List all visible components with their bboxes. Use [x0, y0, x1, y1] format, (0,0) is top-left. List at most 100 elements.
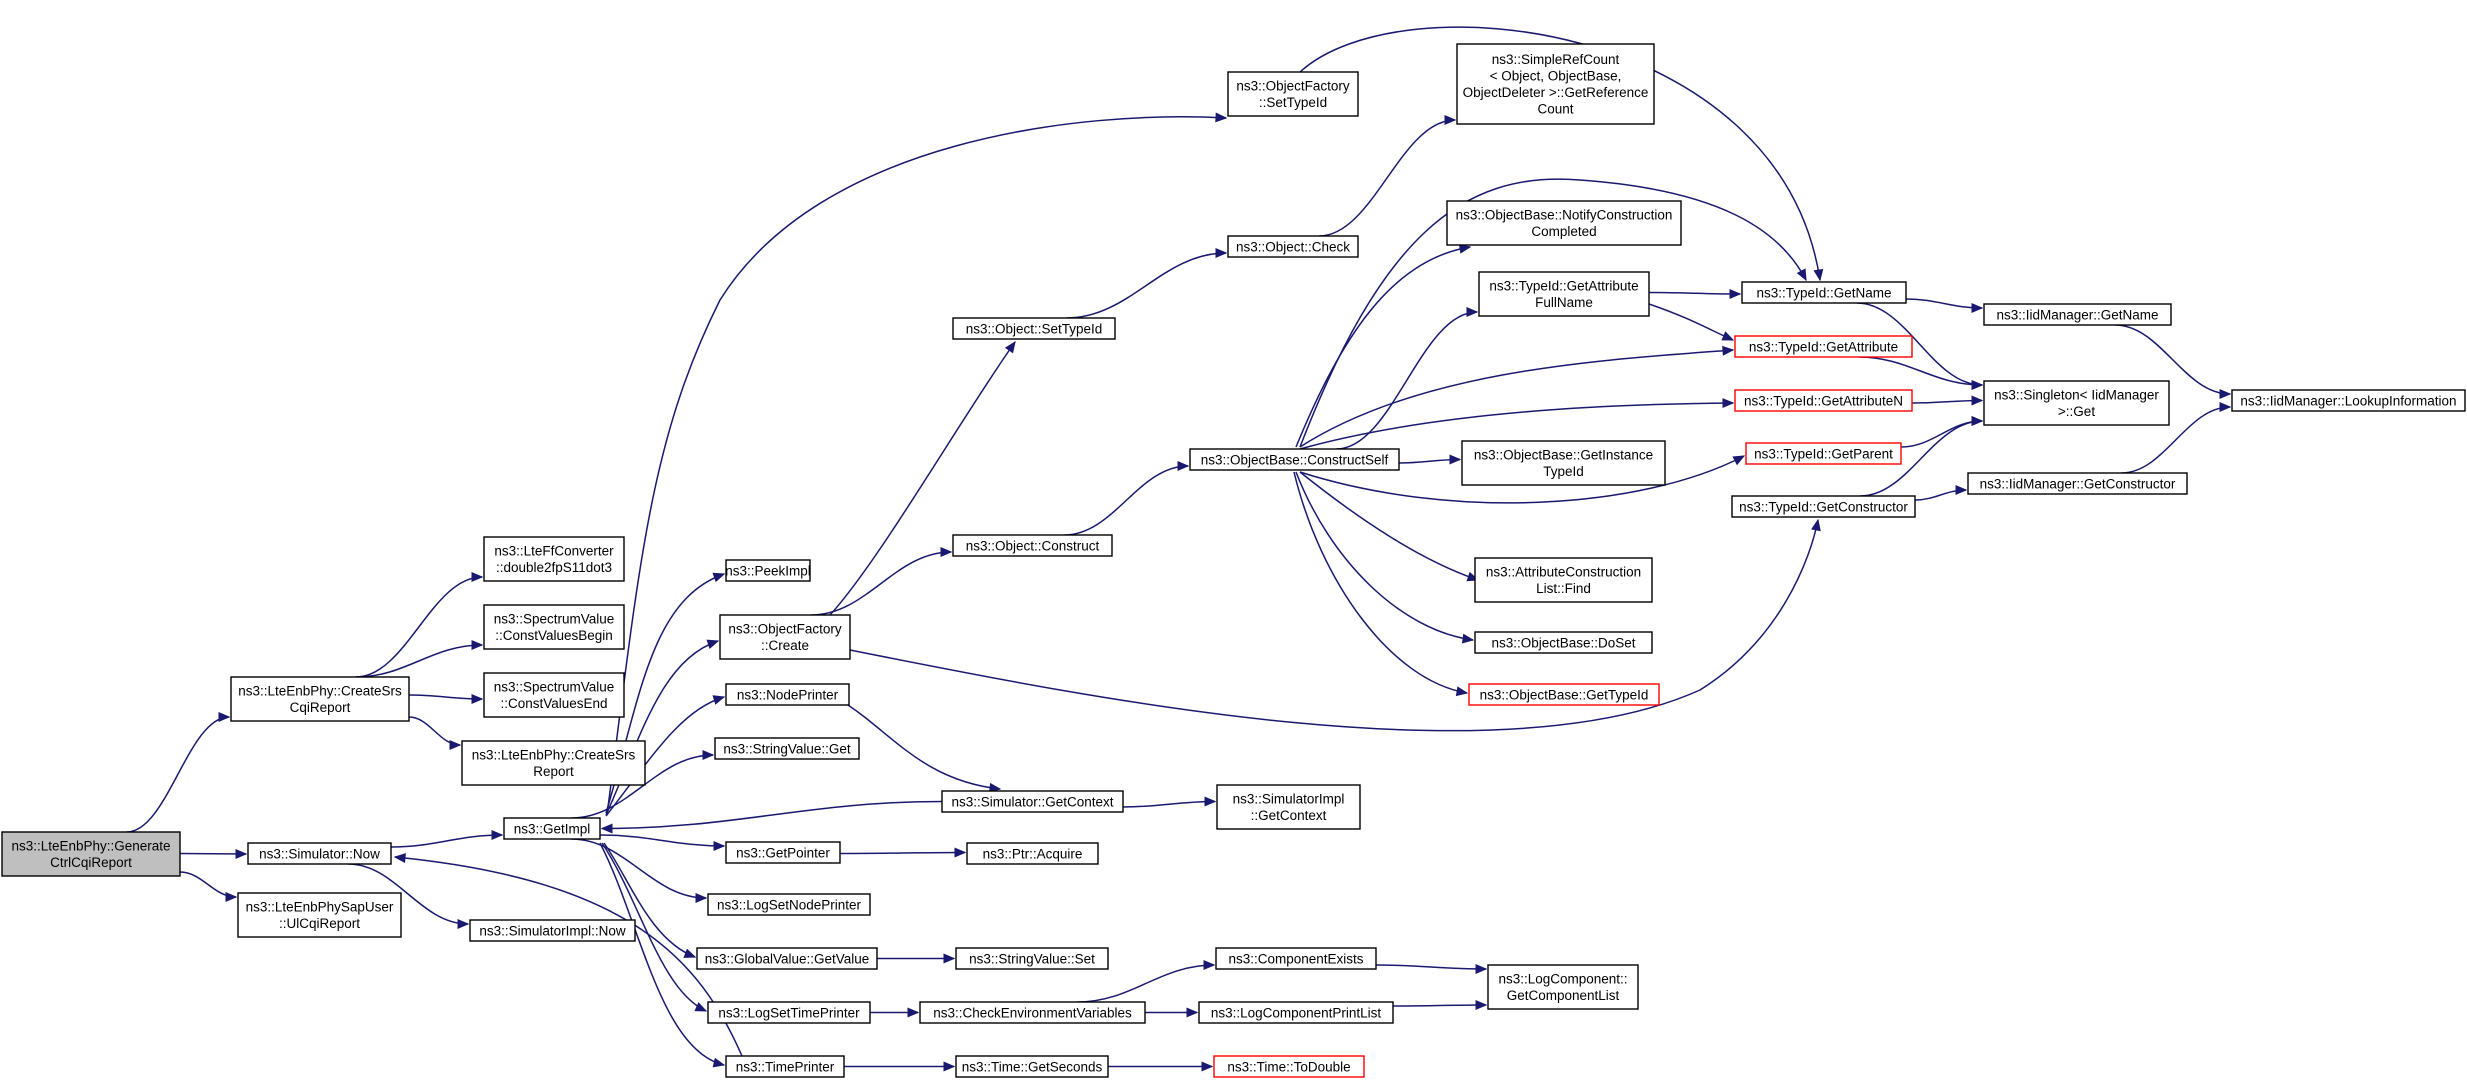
node-label: ns3::IidManager::GetName: [1996, 307, 2158, 322]
node-double2fp[interactable]: ns3::LteFfConverter::double2fpS11dot3: [483, 536, 625, 582]
node-iidLookup[interactable]: ns3::IidManager::LookupInformation: [2231, 389, 2466, 412]
node-doSet[interactable]: ns3::ObjectBase::DoSet: [1474, 631, 1653, 654]
node-label: ns3::TypeId::GetName: [1756, 285, 1891, 300]
node-stringGet[interactable]: ns3::StringValue::Get: [714, 737, 860, 760]
node-box: [237, 892, 402, 938]
node-label: ns3::LogSetNodePrinter: [717, 897, 862, 912]
node-gvGet[interactable]: ns3::GlobalValue::GetValue: [696, 947, 878, 970]
edge-arrowhead: [1466, 307, 1479, 317]
edge-arrowhead: [449, 740, 462, 750]
node-logSetNode[interactable]: ns3::LogSetNodePrinter: [707, 893, 871, 916]
node-tidGetAttribute[interactable]: ns3::TypeId::GetAttribute: [1734, 335, 1913, 358]
node-stringSet[interactable]: ns3::StringValue::Set: [955, 947, 1109, 970]
node-label: TypeId: [1543, 464, 1584, 479]
node-label: < Object, ObjectBase,: [1490, 69, 1622, 84]
node-singletonGet[interactable]: ns3::Singleton< IidManager>::Get: [1983, 380, 2170, 426]
node-label: ::Create: [761, 638, 809, 653]
edge-arrowhead: [1458, 243, 1472, 254]
node-objConstruct[interactable]: ns3::Object::Construct: [952, 534, 1113, 557]
node-logSetTime[interactable]: ns3::LogSetTimePrinter: [707, 1001, 871, 1024]
edge-arrowhead: [1455, 686, 1469, 697]
edge-arrowhead: [235, 849, 248, 859]
node-tidGetAttributeN[interactable]: ns3::TypeId::GetAttributeN: [1734, 389, 1913, 412]
node-notifyConstruction[interactable]: ns3::ObjectBase::NotifyConstructionCompl…: [1446, 200, 1682, 246]
node-simGetContext[interactable]: ns3::Simulator::GetContext: [941, 790, 1124, 813]
node-box: [725, 559, 811, 582]
edge-createSrsCqi-to-cvEnd: [408, 694, 483, 700]
node-tidGetParent[interactable]: ns3::TypeId::GetParent: [1745, 442, 1902, 465]
node-cvEnd[interactable]: ns3::SpectrumValue::ConstValuesEnd: [483, 672, 625, 718]
node-label: Count: [1537, 102, 1573, 117]
edge-getImpl-to-logSetNode: [571, 838, 707, 899]
node-box: [483, 604, 625, 650]
node-tidGetName[interactable]: ns3::TypeId::GetName: [1741, 281, 1907, 304]
edge-arrowhead: [471, 640, 484, 650]
node-simpleRefCount[interactable]: ns3::SimpleRefCount< Object, ObjectBase,…: [1456, 43, 1655, 125]
edge-objConstruct-to-constructSelf: [1064, 465, 1189, 536]
edge-arrowhead: [1449, 454, 1462, 465]
node-label: ns3::ComponentExists: [1228, 951, 1363, 966]
node-ofCreate[interactable]: ns3::ObjectFactory::Create: [719, 614, 851, 660]
edge-arrowhead: [1813, 268, 1824, 282]
edge-arrowhead: [457, 919, 470, 929]
edge-createSrsCqi-to-createSrsReport: [408, 716, 461, 746]
node-peekImpl[interactable]: ns3::PeekImpl: [725, 559, 811, 582]
node-getImpl[interactable]: ns3::GetImpl: [503, 817, 601, 840]
node-nodePrinter[interactable]: ns3::NodePrinter: [725, 683, 850, 706]
node-box: [1967, 472, 2188, 495]
edge-arrowhead: [1971, 416, 1984, 426]
node-objSetTypeId[interactable]: ns3::Object::SetTypeId: [952, 317, 1116, 340]
node-cvBegin[interactable]: ns3::SpectrumValue::ConstValuesBegin: [483, 604, 625, 650]
node-label: ns3::PeekImpl: [725, 563, 811, 578]
edge-arrowhead: [1204, 796, 1217, 807]
node-timePrinter[interactable]: ns3::TimePrinter: [725, 1055, 845, 1078]
edge-arrowhead: [695, 893, 708, 903]
node-label: ns3::Ptr::Acquire: [983, 846, 1083, 861]
node-box: [1, 831, 181, 877]
edge-getImpl-to-ofCreate: [605, 640, 719, 816]
node-label: ns3::ObjectFactory: [728, 622, 842, 637]
node-tidGetConstructor[interactable]: ns3::TypeId::GetConstructor: [1731, 495, 1916, 518]
node-ofSetTypeId[interactable]: ns3::ObjectFactory::SetTypeId: [1227, 71, 1359, 117]
edge-arrowhead: [712, 572, 726, 583]
node-timeGetSeconds[interactable]: ns3::Time::GetSeconds: [955, 1055, 1109, 1078]
node-label: ns3::SimulatorImpl: [1233, 792, 1345, 807]
edge-getImpl-to-nodePrinter: [605, 696, 725, 817]
node-box: [1741, 281, 1907, 304]
node-compExists[interactable]: ns3::ComponentExists: [1215, 947, 1377, 970]
node-label: ::ConstValuesBegin: [495, 628, 613, 643]
edge-arrowhead: [1971, 303, 1984, 313]
node-box: [1734, 335, 1913, 358]
node-iidGetConstructor[interactable]: ns3::IidManager::GetConstructor: [1967, 472, 2188, 495]
node-ptrAcquire[interactable]: ns3::Ptr::Acquire: [966, 842, 1099, 865]
edge-arrowhead: [706, 639, 720, 649]
node-logCompGetList[interactable]: ns3::LogComponent::GetComponentList: [1487, 964, 1639, 1010]
node-ulCqi[interactable]: ns3::LteEnbPhySapUser::UlCqiReport: [237, 892, 402, 938]
node-box: [955, 947, 1109, 970]
edge-arrowhead: [393, 853, 406, 863]
node-constructSelf[interactable]: ns3::ObjectBase::ConstructSelf: [1189, 448, 1400, 471]
node-simImplGetContext[interactable]: ns3::SimulatorImpl::GetContext: [1216, 784, 1361, 830]
edge-arrowhead: [1215, 248, 1228, 258]
edge-arrowhead: [471, 572, 484, 582]
node-box: [1227, 235, 1359, 258]
node-label: ns3::GetImpl: [514, 821, 591, 836]
node-logCompPrintList[interactable]: ns3::LogComponentPrintList: [1198, 1001, 1394, 1024]
node-timeToDouble[interactable]: ns3::Time::ToDouble: [1213, 1055, 1365, 1078]
node-objCheck[interactable]: ns3::Object::Check: [1227, 235, 1359, 258]
edge-arrowhead: [1971, 380, 1984, 390]
node-obGetTypeId[interactable]: ns3::ObjectBase::GetTypeId: [1468, 683, 1660, 706]
node-getPointer[interactable]: ns3::GetPointer: [725, 841, 841, 864]
edge-simGetContext-to-simImplGetContext: [1122, 800, 1216, 808]
node-simImplNow[interactable]: ns3::SimulatorImpl::Now: [469, 919, 636, 942]
node-checkEnv[interactable]: ns3::CheckEnvironmentVariables: [919, 1001, 1146, 1024]
node-label: FullName: [1535, 295, 1593, 310]
node-iidGetName[interactable]: ns3::IidManager::GetName: [1983, 303, 2172, 326]
node-simNow[interactable]: ns3::Simulator::Now: [247, 842, 392, 865]
